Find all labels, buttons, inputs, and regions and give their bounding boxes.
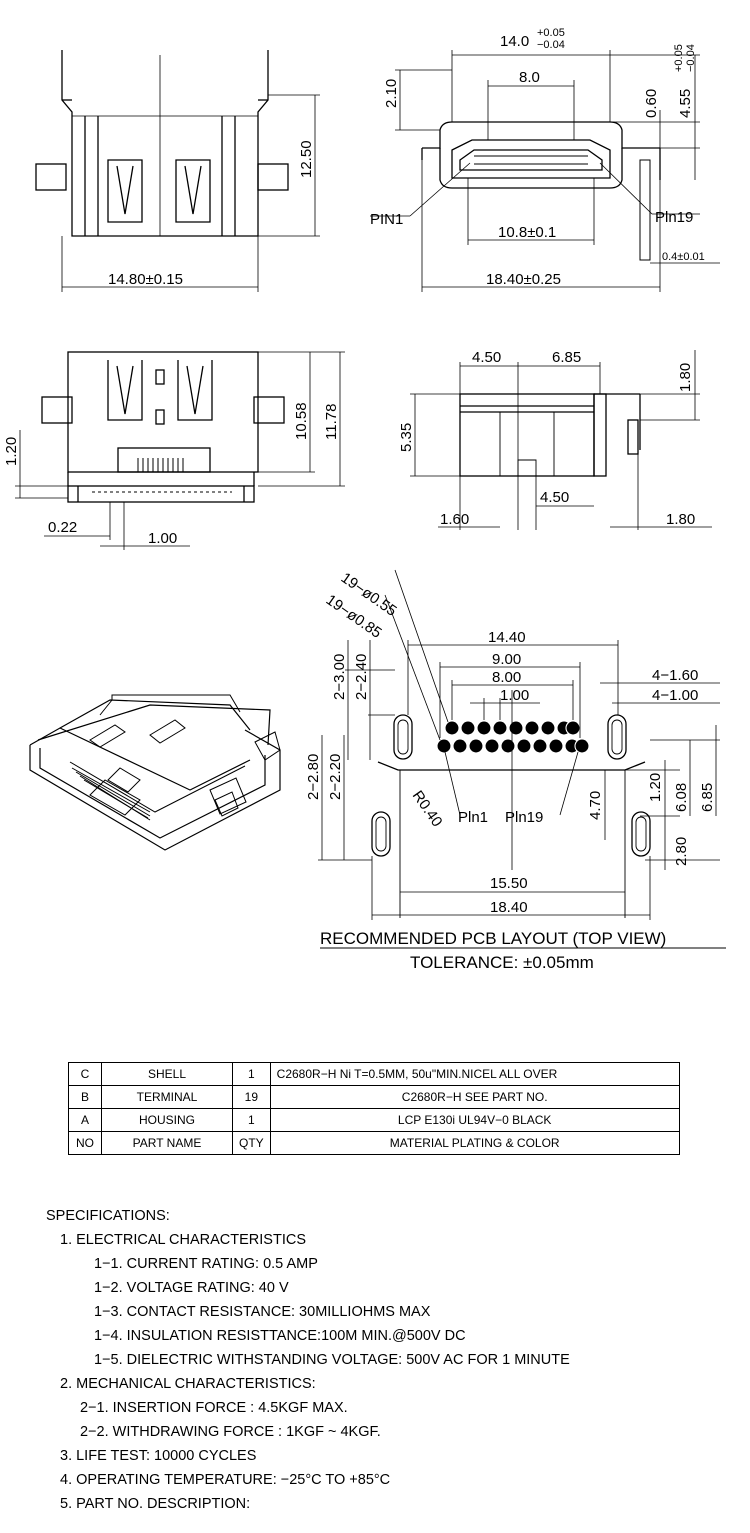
mid-left-view: 0.22 1.00 10.58 11.78 1.20 xyxy=(3,351,345,550)
spec-line: 1−2. VOLTAGE RATING: 40 V xyxy=(94,1280,289,1296)
table-row: C SHELL 1 C2680R−H Ni T=0.5MM, 50u"MIN.N… xyxy=(68,1062,680,1086)
dim-b1: 15.50 xyxy=(490,875,528,892)
table-header-row: NO PART NAME QTY MATERIAL PLATING & COLO… xyxy=(68,1131,680,1155)
dim-w2: 9.00 xyxy=(492,651,521,668)
spec-line: 2. MECHANICAL CHARACTERISTICS: xyxy=(60,1376,316,1392)
dim-h2: 11.78 xyxy=(323,404,340,440)
dim-v5: 2.80 xyxy=(673,837,690,866)
dim-width-top: 14.0 xyxy=(500,33,529,50)
header-material: MATERIAL PLATING & COLOR xyxy=(269,1131,680,1155)
table-row: B TERMINAL 19 C2680R−H SEE PART NO. xyxy=(68,1085,680,1109)
dim-w3: 8.00 xyxy=(492,669,521,686)
mid-right-view: 4.50 6.85 1.80 5.35 4.50 1.60 1.80 xyxy=(398,349,712,530)
dim-h1: 10.58 xyxy=(293,402,310,440)
dim-right-h: 1.80 xyxy=(677,363,694,392)
dim-overall: 18.40±0.25 xyxy=(486,271,561,288)
part-material: C2680R−H Ni T=0.5MM, 50u"MIN.NICEL ALL O… xyxy=(269,1062,680,1086)
spec-line: 4. OPERATING TEMPERATURE: −25°C TO +85°C xyxy=(60,1472,391,1488)
table-row: A HOUSING 1 LCP E130i UL94V−0 BLACK xyxy=(68,1108,680,1132)
dim-v1: 4.70 xyxy=(587,791,604,820)
spec-line: 2−1. INSERTION FORCE : 4.5KGF MAX. xyxy=(80,1400,348,1416)
spec-line: 1−5. DIELECTRIC WITHSTANDING VOLTAGE: 50… xyxy=(94,1352,570,1368)
dim-l4: 2−2.20 xyxy=(327,754,344,800)
dim-top-b: 6.85 xyxy=(552,349,581,366)
part-name: SHELL xyxy=(101,1062,233,1086)
dim-right-tol-plus: +0.05 xyxy=(673,44,685,72)
dim-right-tol-minus: −0.04 xyxy=(685,44,697,72)
dim-l2: 2−2.40 xyxy=(353,654,370,700)
spec-line: 1−1. CURRENT RATING: 0.5 AMP xyxy=(94,1256,318,1272)
technical-drawing: 14.80±0.15 12.50 14.0 +0.05 −0.04 8.0 10… xyxy=(3,27,726,972)
dim-bottom-left: 1.60 xyxy=(440,511,469,528)
pcb-title: RECOMMENDED PCB LAYOUT (TOP VIEW) xyxy=(320,929,666,948)
dim-left-h: 1.20 xyxy=(3,437,20,466)
part-name: HOUSING xyxy=(101,1108,233,1132)
specifications: SPECIFICATIONS: 1. ELECTRICAL CHARACTERI… xyxy=(46,1204,570,1516)
dim-l3: 2−2.80 xyxy=(305,754,322,800)
spec-line: 2−2. WITHDRAWING FORCE : 1KGF ~ 4KGF. xyxy=(80,1424,381,1440)
part-qty: 1 xyxy=(232,1108,271,1132)
dim-right-h2: 4.55 xyxy=(677,89,694,118)
dim-v3: 6.08 xyxy=(673,783,690,812)
dim-opening: 10.8±0.1 xyxy=(498,224,556,241)
pcb-pin1-label: Pln1 xyxy=(458,809,488,826)
specs-heading: SPECIFICATIONS: xyxy=(46,1208,170,1224)
pcb-pin19-label: Pln19 xyxy=(505,809,543,826)
dim-left-height: 2.10 xyxy=(383,79,400,108)
dim-pitch-b: 1.00 xyxy=(148,530,177,547)
spec-line: 1−3. CONTACT RESISTANCE: 30MILLIOHMS MAX xyxy=(94,1304,431,1320)
parts-table: C SHELL 1 C2680R−H Ni T=0.5MM, 50u"MIN.N… xyxy=(68,1062,680,1155)
dim-tol-plus: +0.05 xyxy=(537,27,565,39)
part-no: A xyxy=(68,1108,102,1132)
dim-pitch-a: 0.22 xyxy=(48,519,77,536)
part-material: C2680R−H SEE PART NO. xyxy=(269,1085,680,1109)
part-material: LCP E130i UL94V−0 BLACK xyxy=(269,1108,680,1132)
dim-right-h1: 0.60 xyxy=(643,89,660,118)
dim-w4: 1.00 xyxy=(500,687,529,704)
spec-line: 3. LIFE TEST: 10000 CYCLES xyxy=(60,1448,257,1464)
spec-line: 5. PART NO. DESCRIPTION: xyxy=(60,1496,251,1512)
dim-inner: 8.0 xyxy=(519,69,540,86)
dim-top-a: 4.50 xyxy=(472,349,501,366)
isometric-view xyxy=(29,694,281,851)
part-no: C xyxy=(68,1062,102,1086)
top-left-view: 14.80±0.15 12.50 xyxy=(35,50,320,292)
pin19-label: Pln19 xyxy=(655,209,693,226)
pcb-tolerance: TOLERANCE: ±0.05mm xyxy=(410,953,594,972)
spec-line: 1−4. INSULATION RESISTTANCE:100M MIN.@50… xyxy=(94,1328,466,1344)
dim-v2: 1.20 xyxy=(647,773,664,802)
dim-l1: 2−3.00 xyxy=(331,654,348,700)
dim-w1: 14.40 xyxy=(488,629,526,646)
dim-r1: 4−1.60 xyxy=(652,667,698,684)
header-no: NO xyxy=(68,1131,102,1155)
dim-shell-thickness: 0.4±0.01 xyxy=(662,251,705,263)
header-part-name: PART NAME xyxy=(101,1131,233,1155)
dim-width: 14.80±0.15 xyxy=(108,271,183,288)
dim-bottom-right: 1.80 xyxy=(666,511,695,528)
pcb-layout: 14.40 9.00 8.00 1.00 4−1.60 4−1.00 19−ø0… xyxy=(305,569,726,972)
pin1-label: PIN1 xyxy=(370,211,403,228)
header-qty: QTY xyxy=(232,1131,271,1155)
part-qty: 19 xyxy=(232,1085,271,1109)
spec-line: 1. ELECTRICAL CHARACTERISTICS xyxy=(60,1232,307,1248)
dim-v4: 6.85 xyxy=(699,783,716,812)
part-name: TERMINAL xyxy=(101,1085,233,1109)
top-right-view: 14.0 +0.05 −0.04 8.0 10.8±0.1 18.40±0.25… xyxy=(370,27,720,292)
dim-r2: 4−1.00 xyxy=(652,687,698,704)
part-qty: 1 xyxy=(232,1062,271,1086)
dim-height: 12.50 xyxy=(298,140,315,178)
radius-label: R0.40 xyxy=(409,788,446,831)
dim-tol-minus: −0.04 xyxy=(537,39,565,51)
dim-b2: 18.40 xyxy=(490,899,528,916)
dim-bottom-mid: 4.50 xyxy=(540,489,569,506)
part-no: B xyxy=(68,1085,102,1109)
dim-left-h: 5.35 xyxy=(398,423,415,452)
